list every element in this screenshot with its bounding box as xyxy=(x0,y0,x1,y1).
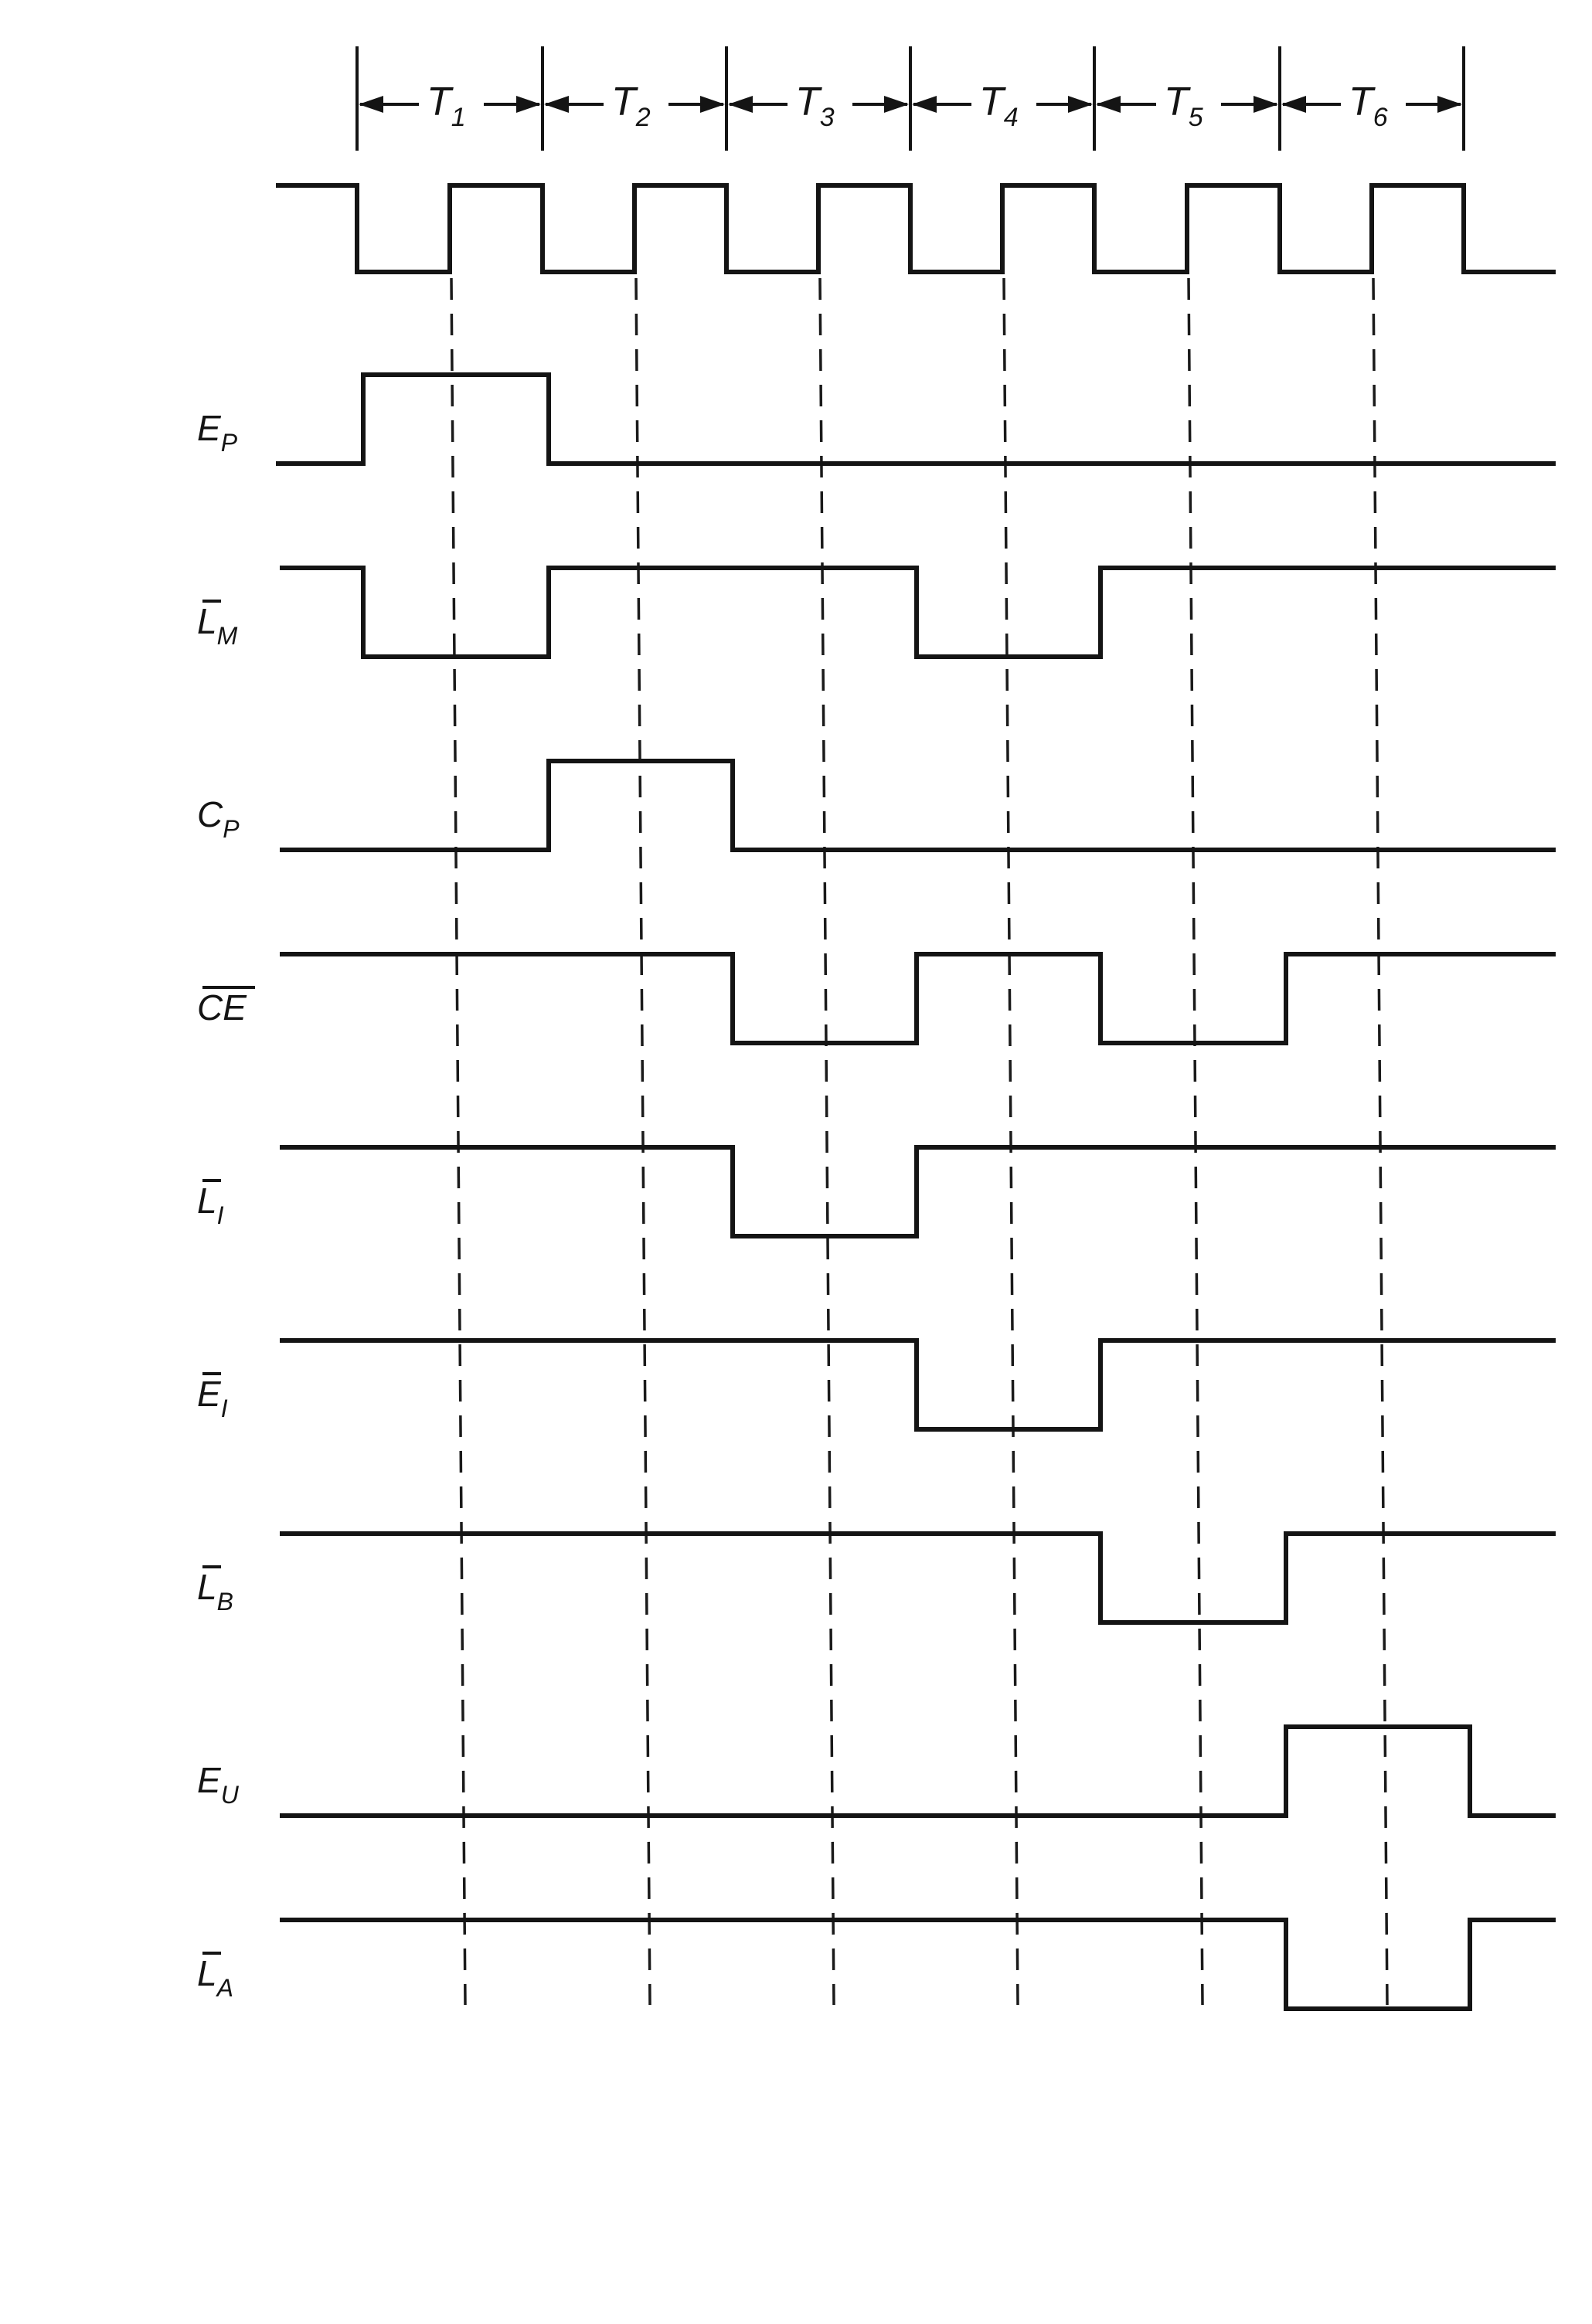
signal-ce-label: CE xyxy=(197,987,247,1028)
period-marker: T6 xyxy=(1281,80,1462,132)
period-label: T2 xyxy=(611,80,651,132)
period-marker: T3 xyxy=(728,80,909,132)
signal-li-label: LI xyxy=(197,1181,224,1229)
signal-lb-waveform xyxy=(280,1531,1556,1625)
clock-edge-dashed-line xyxy=(634,277,651,2006)
period-label: T5 xyxy=(1164,80,1203,132)
clock-edge-dashed-line xyxy=(450,277,467,2006)
signal-ce-waveform xyxy=(280,952,1556,1045)
signal-ep-label: EP xyxy=(197,408,238,457)
clock-line xyxy=(276,183,1556,274)
period-label: T6 xyxy=(1349,80,1388,132)
clock-edge-dashed-line xyxy=(1002,277,1019,2006)
signal-eu-label: EU xyxy=(197,1760,240,1809)
signal-lm-label: LM xyxy=(197,601,238,650)
signal-waveforms xyxy=(276,372,1556,2011)
period-marker: T2 xyxy=(544,80,725,132)
signal-lb-label: LB xyxy=(197,1567,233,1616)
clock-edge-dashed-line xyxy=(818,277,835,2006)
signal-cp-label: CP xyxy=(197,794,240,843)
clock-edge-dashed-line xyxy=(1187,277,1204,2006)
signal-ep-waveform xyxy=(276,372,1556,466)
signal-lm-waveform xyxy=(280,566,1556,659)
signal-ei-label: EI xyxy=(197,1374,228,1422)
clock-edge-markers xyxy=(450,277,1389,2006)
period-label: T3 xyxy=(795,80,835,132)
signal-cp-waveform xyxy=(280,759,1556,852)
signal-labels: EP LM CP CE LI EI LB EU LA xyxy=(197,408,255,2002)
clock-edge-dashed-line xyxy=(1372,277,1389,2006)
clock-waveform xyxy=(276,183,1556,274)
period-label: T4 xyxy=(979,80,1019,132)
signal-li-waveform xyxy=(280,1145,1556,1238)
period-marker: T5 xyxy=(1096,80,1278,132)
signal-ei-waveform xyxy=(280,1338,1556,1432)
signal-la-waveform xyxy=(280,1918,1556,2011)
period-marker: T4 xyxy=(912,80,1093,132)
period-label: T1 xyxy=(427,80,466,132)
signal-eu-waveform xyxy=(280,1724,1556,1818)
period-ruler: T1 T2 T3 T4 T5 T6 xyxy=(355,46,1465,151)
period-marker: T1 xyxy=(359,80,541,132)
signal-la-label: LA xyxy=(197,1953,233,2002)
